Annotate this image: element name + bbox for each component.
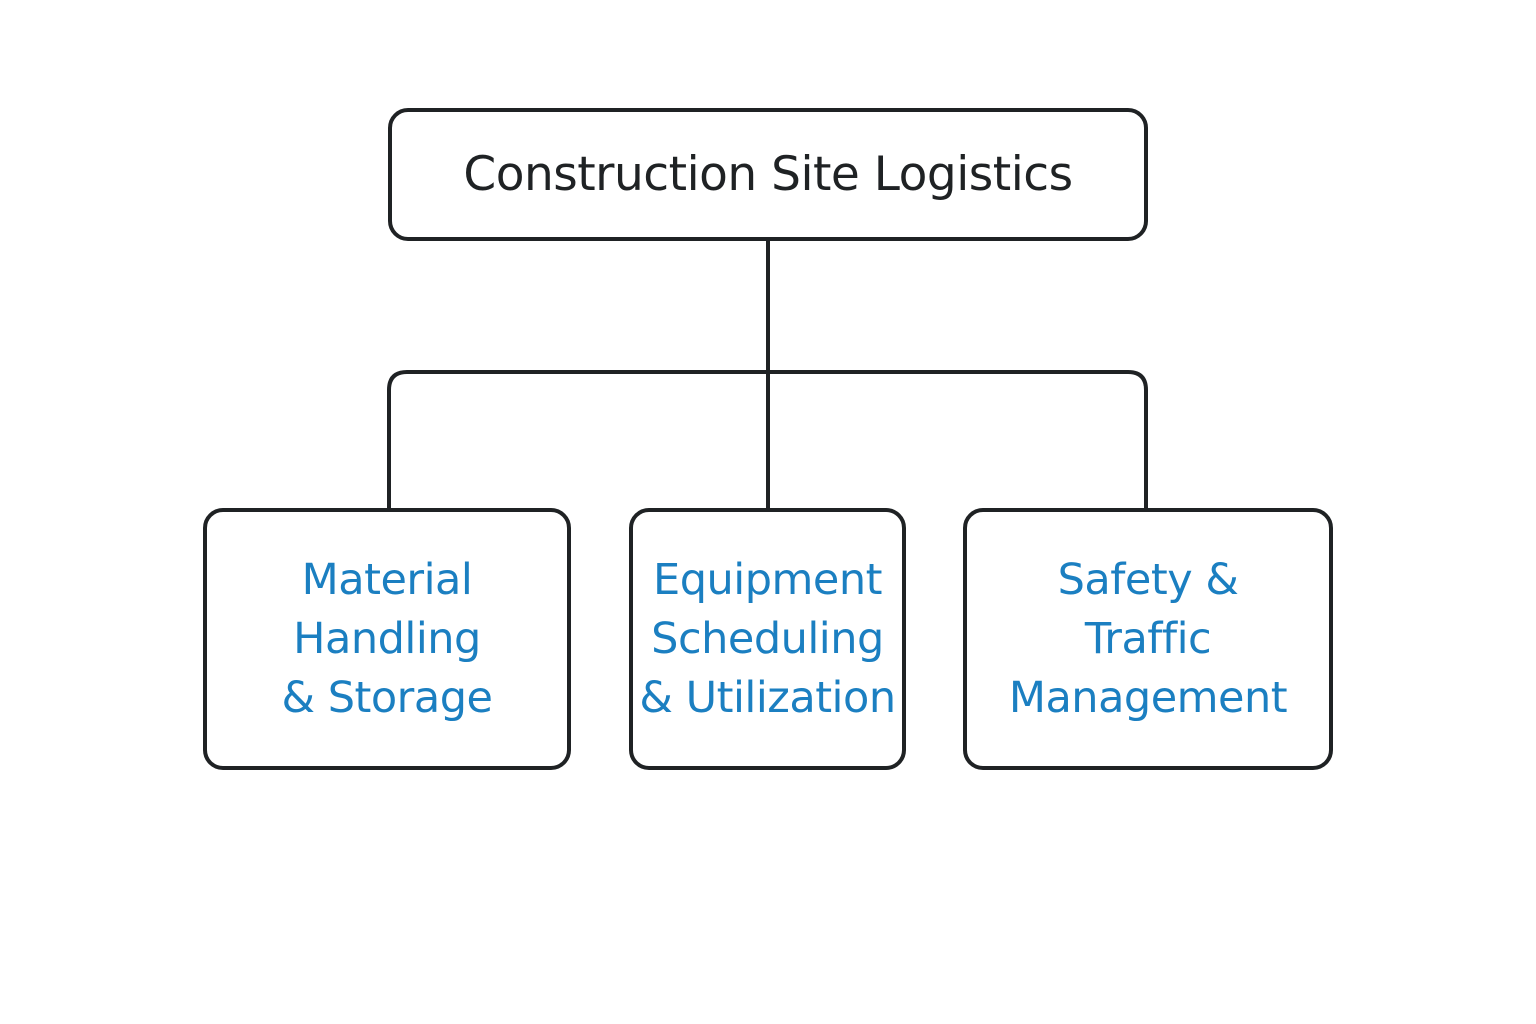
root-node-label: Construction Site Logistics <box>463 146 1073 202</box>
child-node-material-handling: Material Handling & Storage <box>203 508 571 770</box>
connector-bus <box>387 370 1148 510</box>
child-node-label: Material Handling & Storage <box>281 554 493 723</box>
child-node-equipment-scheduling: Equipment Scheduling & Utilization <box>629 508 906 770</box>
child-node-label: Safety & Traffic Management <box>1008 554 1288 723</box>
root-node: Construction Site Logistics <box>388 108 1148 241</box>
child-node-label: Equipment Scheduling & Utilization <box>639 554 896 723</box>
child-node-safety-traffic: Safety & Traffic Management <box>963 508 1333 770</box>
